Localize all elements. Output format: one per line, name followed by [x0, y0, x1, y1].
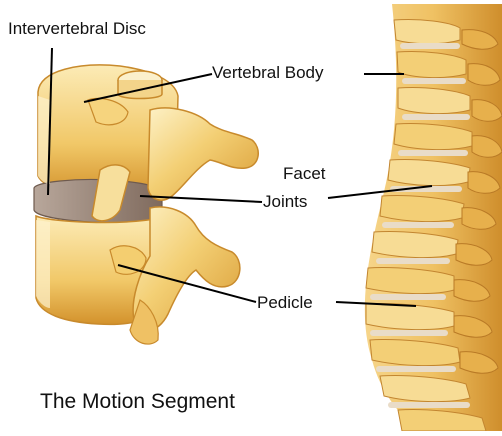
- motion-segment: [34, 65, 258, 344]
- label-facet: Facet: [283, 165, 326, 182]
- label-vertebral-body: Vertebral Body: [212, 64, 324, 81]
- diagram-caption: The Motion Segment: [40, 391, 235, 412]
- label-joints: Joints: [263, 193, 307, 210]
- upper-posterior-elements: [148, 108, 258, 200]
- label-pedicle: Pedicle: [257, 294, 313, 311]
- label-intervertebral-disc: Intervertebral Disc: [8, 20, 146, 37]
- spinal-column: [365, 4, 502, 431]
